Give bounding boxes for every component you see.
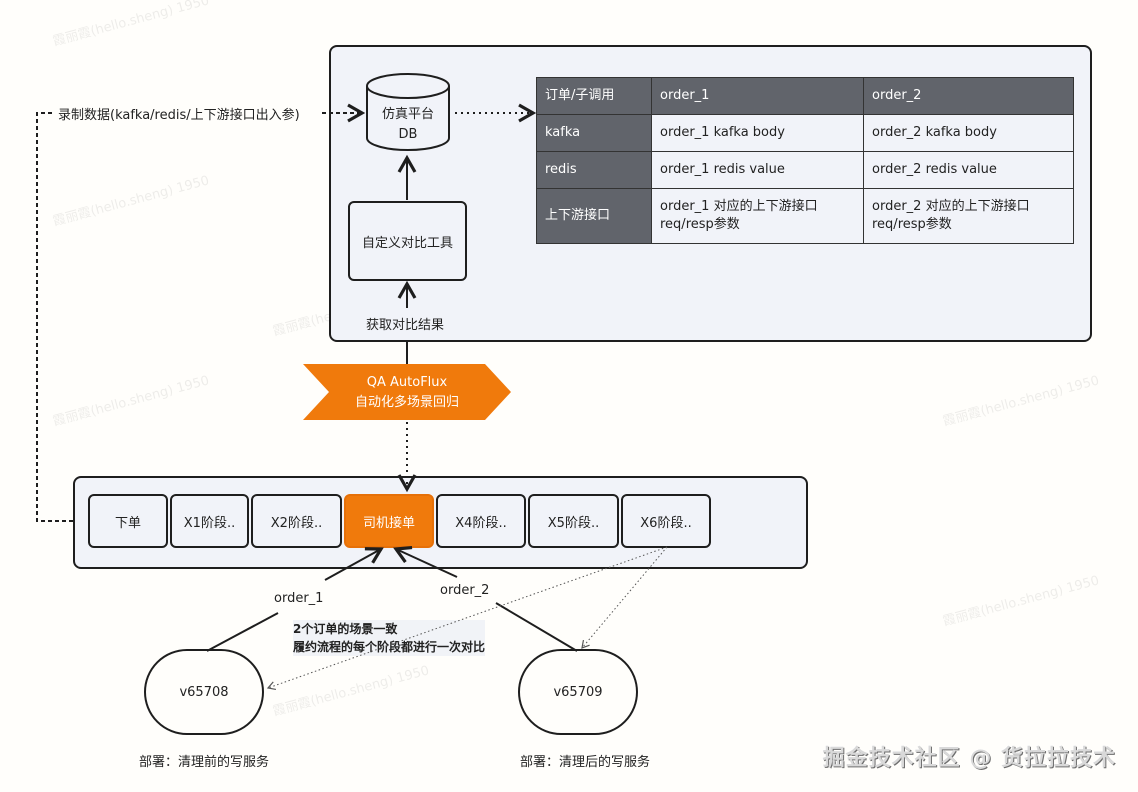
db-label: 仿真平台 DB	[365, 105, 451, 145]
table-row-head: redis	[536, 151, 652, 189]
autoflux-label[interactable]: QA AutoFlux 自动化多场景回归	[303, 373, 511, 413]
stage-5[interactable]: X5阶段..	[528, 494, 619, 548]
db-label-line1: 仿真平台	[381, 107, 434, 122]
table-header-cell: order_2	[863, 77, 1074, 115]
table-row: 上下游接口 order_1 对应的上下游接口req/resp参数 order_2…	[536, 188, 1074, 244]
table-row: kafka order_1 kafka body order_2 kafka b…	[536, 114, 1074, 152]
table-cell: order_1 kafka body	[651, 114, 864, 152]
table-header-row: 订单/子调用 order_1 order_2	[536, 77, 1074, 115]
stage-label: X2阶段..	[270, 515, 323, 531]
comparison-note-line2: 履约流程的每个阶段都进行一次对比	[293, 640, 486, 654]
service-v65708[interactable]: v65708	[144, 649, 264, 735]
stage-label: X1阶段..	[183, 515, 236, 531]
stage-label: X5阶段..	[547, 515, 600, 531]
stage-label: 司机接单	[362, 515, 415, 531]
service-v65708-label: v65708	[179, 684, 229, 700]
table-header-cell: order_1	[651, 77, 864, 115]
autoflux-chevron-icon	[303, 364, 511, 420]
database-icon	[366, 73, 450, 151]
table-cell: order_2 kafka body	[863, 114, 1074, 152]
stage-6[interactable]: X6阶段..	[621, 494, 711, 548]
stage-0[interactable]: 下单	[88, 494, 168, 548]
order-1-label: order_1	[274, 591, 324, 606]
table-cell: order_2 对应的上下游接口req/resp参数	[863, 188, 1074, 244]
table-cell: order_2 redis value	[863, 151, 1074, 189]
stage-label: X6阶段..	[640, 515, 692, 531]
table-cell: order_1 redis value	[651, 151, 864, 189]
order-2-label: order_2	[440, 583, 490, 598]
comparison-table: 订单/子调用 order_1 order_2 kafka order_1 kaf…	[536, 77, 1074, 244]
compare-tool-box[interactable]: 自定义对比工具	[348, 201, 467, 281]
record-data-label: 录制数据(kafka/redis/上下游接口出入参)	[58, 108, 300, 123]
comparison-note-line1: 2个订单的场景一致	[293, 622, 398, 636]
stage-label: 下单	[114, 515, 141, 531]
service-v65709[interactable]: v65709	[518, 649, 638, 735]
watermark: 霞丽霞(hello.sheng) 1950	[51, 373, 211, 430]
watermark: 霞丽霞(hello.sheng) 1950	[51, 173, 211, 230]
autoflux-label-line1: QA AutoFlux	[366, 375, 448, 390]
watermark: 霞丽霞(hello.sheng) 1950	[271, 663, 431, 720]
service-v65709-label: v65709	[553, 684, 603, 700]
watermark: 霞丽霞(hello.sheng) 1950	[941, 573, 1101, 630]
record-data-connector	[36, 112, 73, 522]
table-header-cell: 订单/子调用	[536, 77, 652, 115]
stage-1[interactable]: X1阶段..	[170, 494, 249, 548]
watermark: 霞丽霞(hello.sheng) 1950	[51, 0, 211, 50]
stage-3[interactable]: 司机接单	[344, 494, 434, 548]
autoflux-label-line2: 自动化多场景回归	[354, 395, 459, 410]
table-cell: order_1 对应的上下游接口req/resp参数	[651, 188, 864, 244]
fetch-result-label: 获取对比结果	[366, 318, 445, 333]
stage-2[interactable]: X2阶段..	[251, 494, 342, 548]
stage-label: X4阶段..	[455, 515, 507, 531]
comparison-note: 2个订单的场景一致 履约流程的每个阶段都进行一次对比	[293, 620, 486, 656]
service-left-caption: 部署：清理前的写服务	[139, 755, 270, 770]
table-row-head: kafka	[536, 114, 652, 152]
compare-tool-label: 自定义对比工具	[361, 235, 453, 251]
service-right-caption: 部署：清理后的写服务	[520, 755, 651, 770]
watermark: 霞丽霞(hello.sheng) 1950	[941, 373, 1101, 430]
stage-4[interactable]: X4阶段..	[436, 494, 526, 548]
table-row-head: 上下游接口	[536, 188, 652, 244]
footer-brand: 掘金技术社区 @ 货拉拉技术	[822, 746, 1116, 771]
order-2-line-bottom	[495, 602, 578, 652]
db-label-line2: DB	[398, 127, 418, 142]
table-row: redis order_1 redis value order_2 redis …	[536, 151, 1074, 189]
order-1-line-bottom	[206, 612, 279, 652]
